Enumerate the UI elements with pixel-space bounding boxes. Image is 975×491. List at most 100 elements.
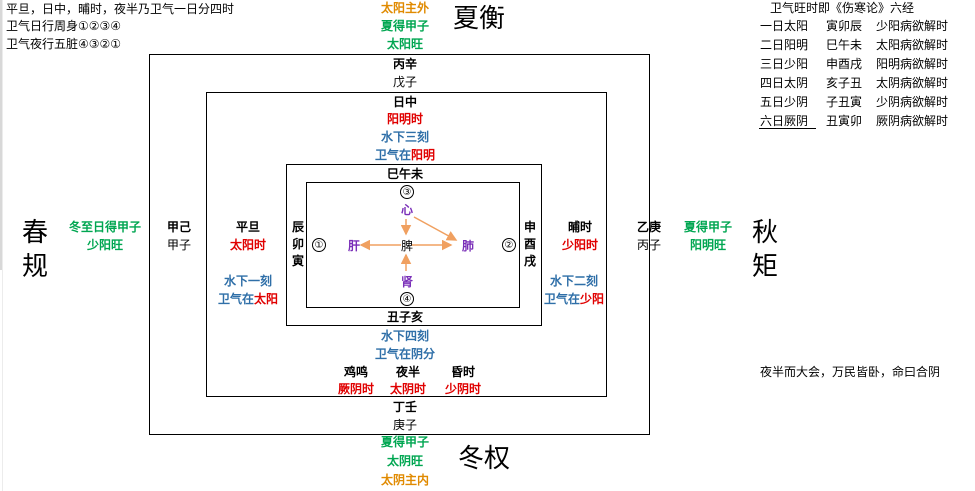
wei-target: 太阳 — [254, 292, 279, 306]
middle-right-wei: 卫气在少阳 — [541, 291, 607, 307]
sidebar-title: 卫气旺时即《伤寒论》六经 — [770, 1, 915, 15]
sidebar-row-day: 四日太阴 — [760, 76, 809, 90]
season-spring-2: 规 — [22, 252, 49, 282]
outer-left-1: 甲己 — [166, 220, 191, 234]
wei-prefix: 卫气在 — [217, 292, 254, 306]
bottom-time-2-name: 夜半 — [395, 365, 420, 379]
sidebar-row-day: 一日太阳 — [760, 19, 809, 33]
branch: 酉 — [523, 237, 536, 251]
sidebar-row-day: 六日厥阴 — [760, 114, 809, 128]
wei-target: 少阳 — [580, 292, 605, 306]
outer-top-1: 丙辛 — [392, 57, 417, 71]
bottom-label-3: 太阴主内 — [380, 473, 429, 487]
middle-top-name: 日中 — [392, 95, 417, 109]
sidebar-row-branches: 丑寅卯 — [826, 114, 863, 128]
branch: 寅 — [291, 254, 304, 268]
sidebar-row-branches: 寅卯辰 — [826, 19, 863, 33]
outer-left-2: 甲子 — [166, 238, 191, 252]
middle-left-name: 平旦 — [235, 220, 260, 234]
sidebar-row-day: 二日阳明 — [760, 38, 809, 52]
bottom-time-1-meridian: 厥阴时 — [337, 382, 374, 396]
sidebar-row-relief: 少阳病欲解时 — [876, 19, 949, 33]
middle-bottom-water: 水下四刻 — [380, 329, 429, 343]
right-outer-2: 阳明旺 — [689, 238, 726, 252]
middle-bottom-wei: 卫气在阴分 — [374, 347, 435, 361]
bottom-time-2-meridian: 太阴时 — [389, 382, 426, 396]
outer-box — [149, 54, 650, 435]
spreadsheet-gridline — [0, 0, 2, 270]
inner-box — [286, 164, 542, 326]
right-outer-1: 夏得甲子 — [683, 220, 732, 234]
bottom-time-3-name: 昏时 — [450, 365, 475, 379]
header-line-1: 平旦，日中，晡时，夜半乃卫气一日分四时 — [6, 2, 235, 16]
bottom-label-2: 太阴旺 — [386, 454, 423, 468]
sidebar-row-branches: 子丑寅 — [826, 95, 863, 109]
organ-liver: 肝 — [347, 239, 360, 253]
middle-right-name: 晡时 — [567, 220, 592, 234]
organ-kidney: 肾 — [400, 275, 413, 289]
branch: 辰 — [291, 220, 304, 234]
header-line-2: 卫气日行周身①②③④ — [6, 19, 122, 33]
sidebar-row-branches: 巳午未 — [826, 38, 863, 52]
sidebar-row-relief: 太阳病欲解时 — [876, 38, 949, 52]
season-autumn-2: 矩 — [752, 252, 779, 282]
middle-right-water: 水下二刻 — [549, 274, 598, 288]
circled-number-2: ② — [502, 238, 516, 252]
middle-left-water: 水下一刻 — [223, 274, 272, 288]
sidebar-note: 夜半而大会，万民皆卧，命曰合阴 — [760, 365, 941, 379]
circled-number-4: ④ — [400, 292, 414, 306]
sidebar-row-branches: 亥子丑 — [826, 76, 863, 90]
sidebar-row-relief: 太阴病欲解时 — [876, 76, 949, 90]
middle-right-meridian: 少阳时 — [561, 238, 598, 252]
branch: 申 — [523, 220, 536, 234]
sidebar-row-relief: 少阴病欲解时 — [876, 95, 949, 109]
organ-lung: 肺 — [461, 239, 474, 253]
middle-box — [206, 92, 607, 397]
sidebar-row-day: 五日少阴 — [760, 95, 809, 109]
sidebar-underline — [759, 128, 816, 129]
middle-top-meridian: 阳明时 — [386, 112, 423, 126]
organ-arrows — [359, 216, 458, 271]
season-summer: 夏衡 — [453, 4, 506, 34]
season-spring-1: 春 — [22, 218, 49, 248]
bottom-label-1: 夏得甲子 — [380, 435, 429, 449]
season-autumn-1: 秋 — [752, 218, 779, 248]
outer-bottom-1: 丁壬 — [392, 400, 417, 414]
core-box — [306, 182, 520, 308]
inner-left-branches: 辰 卯 寅 — [290, 219, 306, 270]
spreadsheet-gridline — [2, 0, 3, 491]
outer-bottom-2: 庚子 — [392, 418, 417, 432]
top-label-3: 太阳旺 — [386, 37, 423, 51]
left-outer-1: 冬至日得甲子 — [68, 220, 141, 234]
top-label-2: 夏得甲子 — [380, 19, 429, 33]
inner-bottom-branches: 丑子亥 — [386, 310, 423, 324]
wei-target: 阳明 — [411, 148, 436, 162]
season-winter: 冬权 — [458, 444, 511, 474]
header-line-3: 卫气夜行五脏④③②① — [6, 37, 122, 51]
middle-left-wei: 卫气在太阳 — [206, 291, 290, 307]
bottom-time-3-meridian: 少阴时 — [444, 382, 481, 396]
organ-heart: 心 — [400, 203, 413, 217]
inner-right-branches: 申 酉 戌 — [522, 219, 538, 270]
sidebar-row-branches: 申酉戌 — [826, 57, 863, 71]
middle-top-water: 水下三刻 — [380, 130, 429, 144]
wei-prefix: 卫气在 — [374, 148, 411, 162]
organ-spleen: 脾 — [400, 239, 413, 253]
branch: 卯 — [291, 237, 304, 251]
left-outer-2: 少阳旺 — [86, 238, 123, 252]
branch: 戌 — [523, 254, 536, 268]
bottom-time-1-name: 鸡鸣 — [343, 365, 368, 379]
circled-number-3: ③ — [400, 185, 414, 199]
inner-top-branches: 巳午未 — [386, 167, 423, 181]
outer-top-2: 戊子 — [392, 75, 417, 89]
outer-right-2: 丙子 — [636, 238, 661, 252]
wei-prefix: 卫气在 — [543, 292, 580, 306]
circled-number-1: ① — [312, 238, 326, 252]
arrow-heart-lung — [413, 216, 458, 241]
middle-left-meridian: 太阳时 — [229, 238, 266, 252]
sidebar-row-day: 三日少阳 — [760, 57, 809, 71]
sidebar-row-relief: 阳明病欲解时 — [876, 57, 949, 71]
top-label-1: 太阳主外 — [380, 1, 429, 15]
middle-top-wei: 卫气在阳明 — [350, 147, 460, 163]
sidebar-row-relief: 厥阴病欲解时 — [876, 114, 949, 128]
